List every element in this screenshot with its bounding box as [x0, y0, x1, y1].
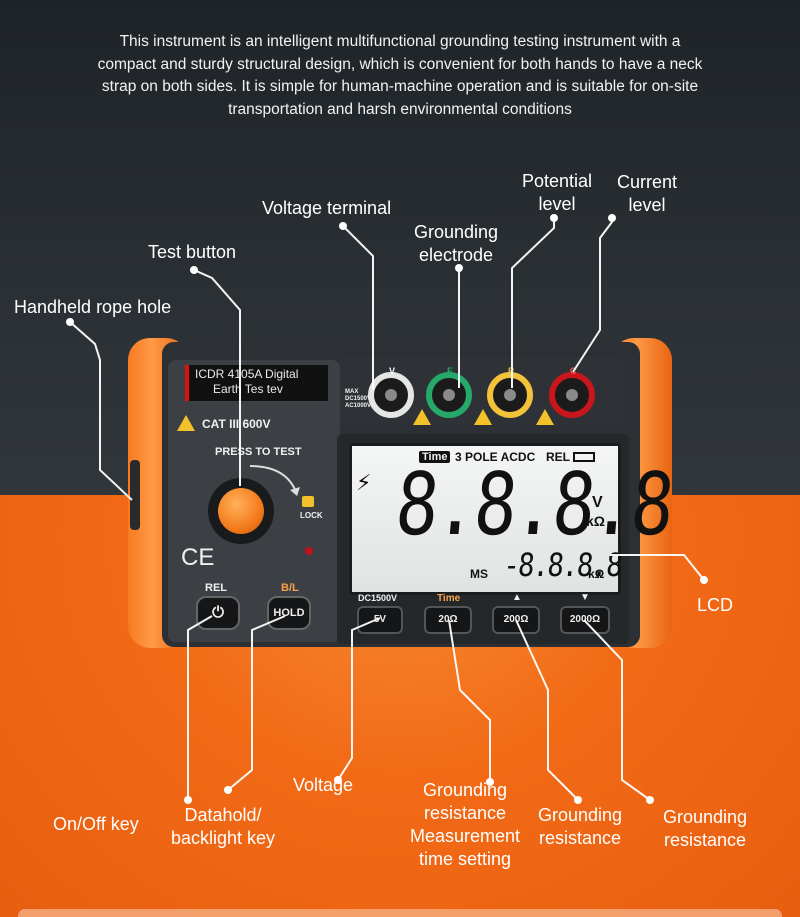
- callout-time-setting-line-1: Grounding: [423, 780, 508, 800]
- callout-test-button: Test button: [148, 242, 237, 262]
- callout-handheld-rope-hole: Handheld rope hole: [14, 297, 172, 317]
- callout-grounding-electrode-line-1: Grounding: [414, 222, 499, 242]
- callout-on-off-key: On/Off key: [53, 814, 139, 834]
- callout-time-setting-line-4: time setting: [419, 849, 512, 869]
- callout-grounding-resistance-a: Grounding resistance: [538, 804, 622, 850]
- callout-grounding-electrode: Grounding electrode: [414, 221, 498, 267]
- callout-datahold-line-2: backlight key: [171, 828, 276, 848]
- callout-datahold-backlight: Datahold/ backlight key: [171, 804, 275, 850]
- callout-grounding-resistance-a-line-2: resistance: [539, 828, 622, 848]
- callout-current-level-line-2: level: [628, 195, 666, 215]
- callout-time-setting-line-3: Measurement: [410, 826, 521, 846]
- callout-lcd: LCD: [697, 595, 734, 615]
- callout-time-setting: Grounding resistance Measurement time se…: [410, 779, 520, 871]
- callout-voltage-terminal: Voltage terminal: [262, 198, 392, 218]
- callout-voltage: Voltage: [293, 775, 354, 795]
- callout-potential-level: Potential level: [522, 170, 592, 216]
- callout-grounding-electrode-line-2: electrode: [419, 245, 494, 265]
- callout-grounding-resistance-b: Grounding resistance: [663, 806, 747, 852]
- callout-time-setting-line-2: resistance: [424, 803, 507, 823]
- intro-paragraph: This instrument is an intelligent multif…: [97, 33, 703, 118]
- callout-current-level: Current level: [617, 171, 677, 217]
- callout-grounding-resistance-a-line-1: Grounding: [538, 805, 623, 825]
- callout-grounding-resistance-b-line-1: Grounding: [663, 807, 748, 827]
- callout-grounding-resistance-b-line-2: resistance: [664, 830, 747, 850]
- bottom-bar: [18, 909, 782, 917]
- callout-potential-level-line-2: level: [538, 194, 576, 214]
- callout-current-level-line-1: Current: [617, 172, 678, 192]
- callout-potential-level-line-1: Potential: [522, 171, 593, 191]
- callout-datahold-line-1: Datahold/: [184, 805, 262, 825]
